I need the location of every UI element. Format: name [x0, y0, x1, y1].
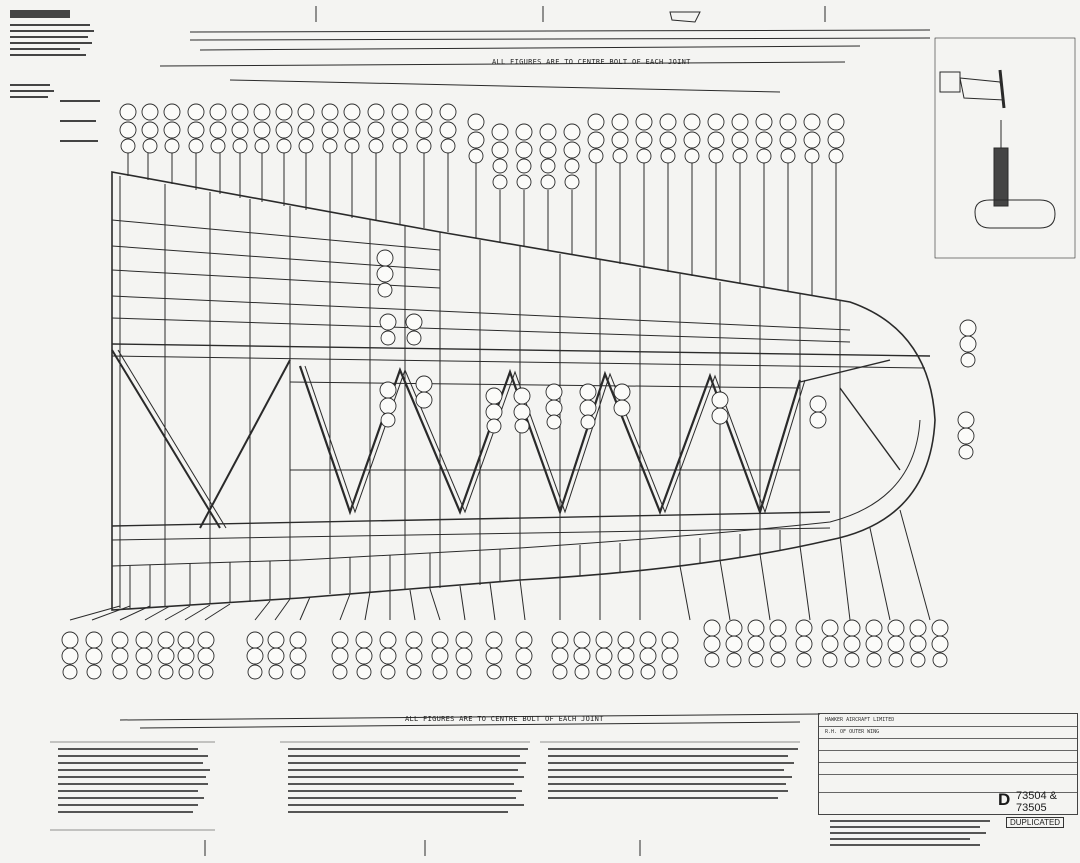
- drawing-number-2: 73505: [1016, 802, 1047, 814]
- title-block-company: HAWKER AIRCRAFT LIMITED: [825, 717, 895, 723]
- drawing-number-1: 73504 &: [1016, 790, 1057, 802]
- drawing-code: D: [998, 790, 1011, 809]
- drawing-number-stamp: D 73504 & 73505 DUPLICATED: [996, 790, 1078, 828]
- bottom-dimension-note: ALL FIGURES ARE TO CENTRE BOLT OF EACH J…: [405, 715, 604, 723]
- top-dimension-note: ALL FIGURES ARE TO CENTRE BOLT OF EACH J…: [492, 58, 691, 66]
- title-block-title: R.H. OF OUTER WING: [825, 729, 880, 735]
- duplicated-label: DUPLICATED: [1006, 817, 1065, 828]
- title-block: HAWKER AIRCRAFT LIMITED R.H. OF OUTER WI…: [818, 713, 1078, 815]
